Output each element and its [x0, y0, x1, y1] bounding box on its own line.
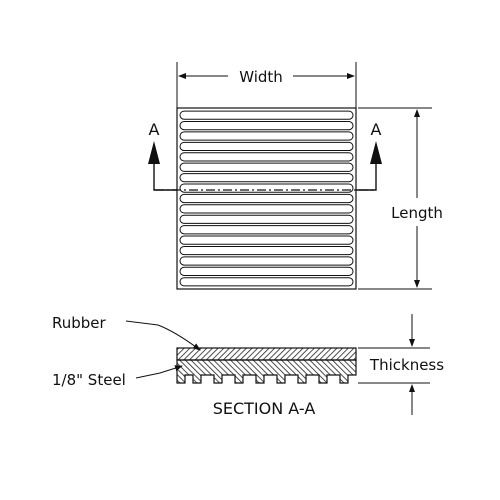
section-arrow-right-shaft: [356, 163, 377, 191]
pad-rib: [179, 277, 354, 287]
section-arrow-left-icon: [148, 141, 160, 164]
pad-rib: [179, 193, 354, 204]
width-dimension: Width: [176, 62, 357, 108]
steel-label: 1/8" Steel: [52, 371, 126, 389]
pad-rib: [179, 173, 354, 183]
pad-rib: [179, 162, 354, 172]
pad-rib: [179, 214, 354, 224]
rubber-callout: Rubber: [52, 314, 201, 351]
rubber-leader-line: [125, 320, 201, 351]
pad-top-view: [155, 107, 376, 290]
section-marker-left-letter: A: [149, 120, 160, 139]
pad-rib: [179, 121, 354, 131]
pad-rib: [179, 152, 354, 162]
section-marker-left: A: [148, 120, 177, 191]
pad-rib: [179, 266, 354, 276]
pad-rib: [179, 225, 354, 235]
steel-leader-line: [135, 365, 183, 379]
section-title: SECTION A-A: [213, 399, 316, 418]
pad-rib: [179, 131, 354, 141]
pad-rib: [179, 256, 354, 266]
rubber-label: Rubber: [52, 314, 107, 332]
steel-layer: [176, 359, 357, 384]
pad-rib: [179, 204, 354, 214]
section-marker-right-letter: A: [371, 120, 382, 139]
length-dimension: Length: [358, 107, 443, 290]
thickness-dimension: Thickness: [358, 314, 444, 415]
pad-rib: [179, 141, 354, 152]
steel-callout: 1/8" Steel: [52, 365, 183, 389]
thickness-label: Thickness: [369, 356, 444, 374]
section-view: SECTION A-A: [176, 347, 357, 418]
pad-rib: [179, 235, 354, 245]
pad-ribs: [179, 110, 354, 287]
section-arrow-right-icon: [370, 141, 382, 164]
pad-rib: [179, 245, 354, 256]
rubber-layer: [176, 347, 357, 361]
section-arrow-left-shaft: [153, 163, 177, 191]
pad-rib: [179, 110, 354, 120]
length-label: Length: [391, 204, 443, 222]
width-label: Width: [239, 68, 283, 86]
pad-rib: [179, 183, 354, 193]
section-marker-right: A: [356, 120, 382, 191]
